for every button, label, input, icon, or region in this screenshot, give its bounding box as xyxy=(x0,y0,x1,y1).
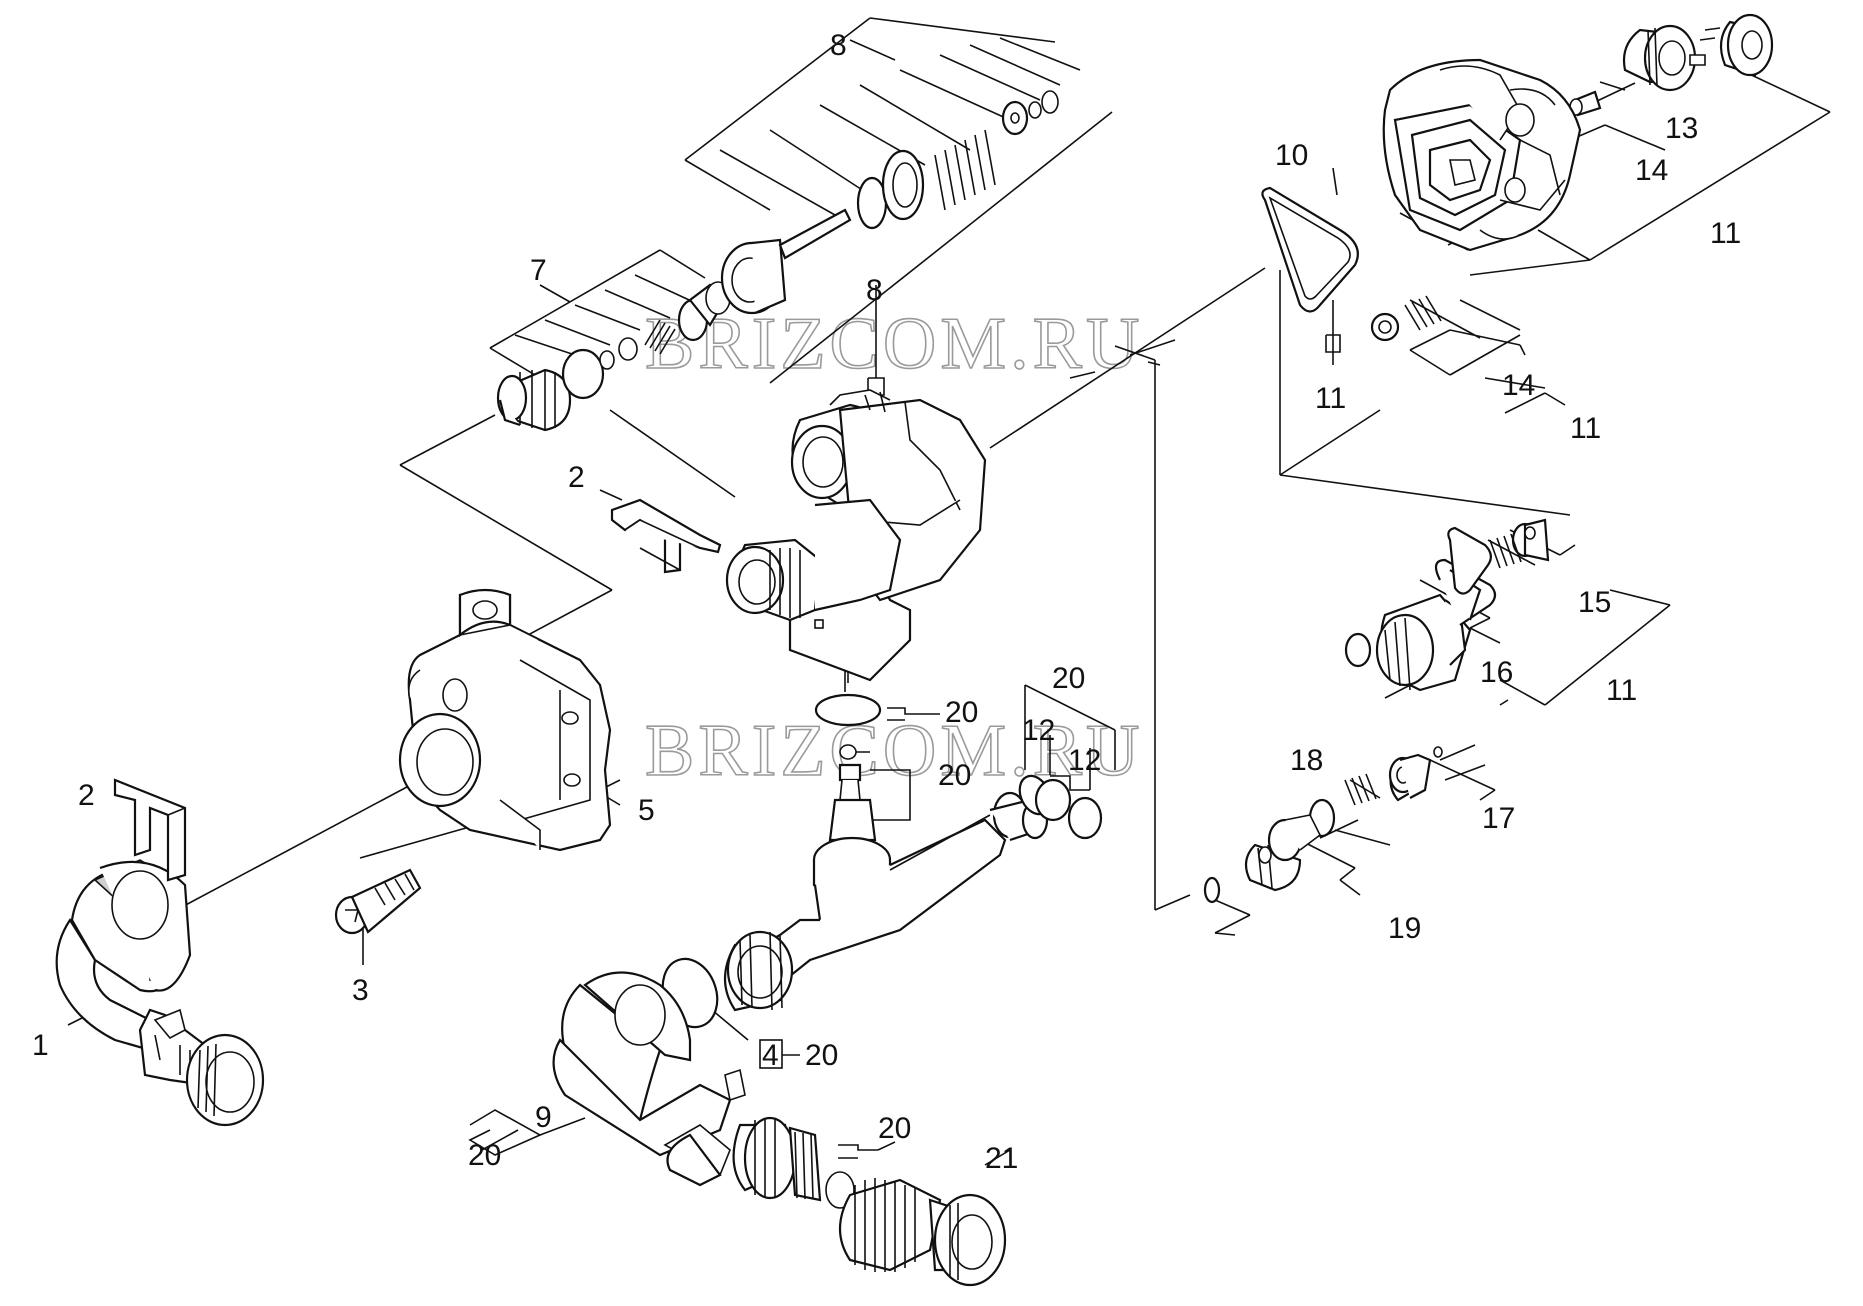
callout-14: 14 xyxy=(1635,154,1668,187)
part-10-gasket xyxy=(1261,186,1359,313)
valve-housing xyxy=(725,389,987,682)
callout-8: 8 xyxy=(830,29,847,62)
callout-4: 4 xyxy=(762,1039,779,1072)
part-14-pin-upper xyxy=(1569,90,1602,117)
callout-7: 7 xyxy=(530,254,547,287)
callout-12: 12 xyxy=(1022,714,1055,747)
part-15-valve-group xyxy=(1489,518,1550,569)
part-13-front-bush xyxy=(1622,13,1774,92)
part-2-clip-upper xyxy=(610,498,722,574)
callout-8: 8 xyxy=(866,274,883,307)
callout-20: 20 xyxy=(1052,662,1085,695)
part-8-piston-group xyxy=(720,90,1059,315)
callout-11: 11 xyxy=(1570,412,1601,445)
part-14-valve-lower xyxy=(1370,295,1442,342)
part-7-valve-assembly xyxy=(496,281,731,432)
part-17-18-19-bypass-valve xyxy=(1203,746,1443,904)
callout-13: 13 xyxy=(1665,112,1698,145)
callout-12: 12 xyxy=(1068,744,1101,777)
part-1-inlet-elbow xyxy=(55,859,265,1127)
callout-20: 20 xyxy=(468,1139,501,1172)
callout-20: 20 xyxy=(938,759,971,792)
part-12-o-rings xyxy=(1034,778,1103,840)
part-21-hose-coupling xyxy=(839,1178,1007,1287)
tee-assembly xyxy=(724,763,1052,1012)
callout-9: 9 xyxy=(535,1101,552,1134)
callout-14: 14 xyxy=(1502,369,1535,402)
callout-2: 2 xyxy=(78,779,95,812)
callout-20: 20 xyxy=(945,696,978,729)
callout-20: 20 xyxy=(878,1112,911,1145)
callout-19: 19 xyxy=(1388,912,1421,945)
callout-15: 15 xyxy=(1578,586,1611,619)
callout-21: 21 xyxy=(985,1142,1018,1175)
part-11-cylinder-head xyxy=(1382,58,1582,252)
callout-16: 16 xyxy=(1480,656,1513,689)
part-3-screw xyxy=(334,868,422,935)
callout-20: 20 xyxy=(805,1039,838,1072)
callout-11: 11 xyxy=(1710,217,1741,250)
part-9-lower-elbow xyxy=(552,971,855,1209)
watermark-lower: BRIZCOM.RU xyxy=(645,710,1143,792)
callout-17: 17 xyxy=(1482,802,1515,835)
part-2-clip-left xyxy=(113,778,187,882)
part-5-pump-body xyxy=(398,588,612,852)
callout-18: 18 xyxy=(1290,744,1323,777)
callout-11: 11 xyxy=(1606,674,1637,707)
callout-10: 10 xyxy=(1275,139,1308,172)
leader-lines xyxy=(67,17,1831,1166)
callout-11: 11 xyxy=(1315,382,1346,415)
callout-2: 2 xyxy=(568,461,585,494)
callout-1: 1 xyxy=(32,1029,49,1062)
callout-numbers: 1 2 2 3 4 5 7 8 8 9 10 11 11 11 11 12 12… xyxy=(32,29,1741,1175)
part-16-valve-cartridge xyxy=(1344,526,1497,692)
callout-3: 3 xyxy=(352,974,369,1007)
watermark-upper: BRIZCOM.RU xyxy=(645,303,1143,385)
callout-5: 5 xyxy=(638,794,655,827)
